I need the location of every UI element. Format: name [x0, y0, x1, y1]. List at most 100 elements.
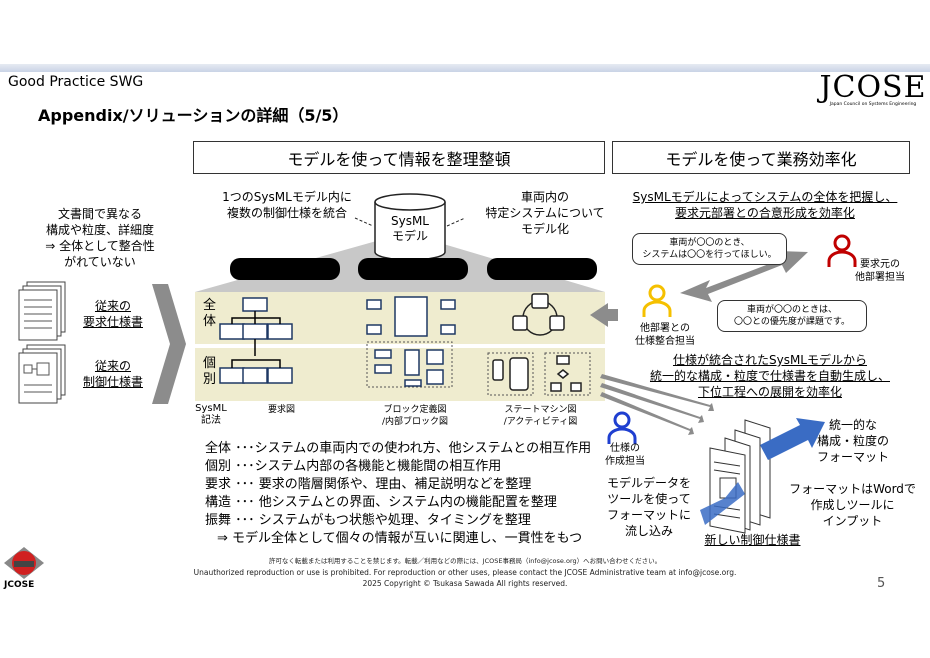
- label-line: 他部署担当: [855, 272, 905, 283]
- label-line: /アクティビティ図: [503, 417, 578, 427]
- label-line: モデル: [391, 229, 428, 243]
- speech-bubble-request: 車両が〇〇のとき、システムは〇〇を行ってほしい。: [632, 233, 787, 265]
- label-line: 仕様が統合されたSysMLモデルから: [672, 353, 867, 367]
- integrate-text: 1つのSysMLモデル内に複数の制御仕様を統合: [212, 189, 362, 221]
- blue-arrow-out: [760, 418, 825, 460]
- problem-text: 文書間で異なる 構成や粒度、詳細度 ⇒ 全体として整合性 がれていない: [30, 206, 170, 270]
- logo-text: JCOSE: [819, 70, 927, 105]
- label-line: 車両が〇〇のときは、: [746, 305, 837, 315]
- top-band: [0, 64, 930, 72]
- legacy-ctrl-spec-label: 従来の制御仕様書: [78, 358, 148, 390]
- label-line: SysML: [390, 214, 429, 228]
- description-item: 振舞 ･･･ システムがもつ状態や処理、タイミングを整理: [205, 513, 531, 528]
- label-line: 複数の制御仕様を統合: [226, 206, 347, 220]
- problem-line: がれていない: [64, 255, 136, 269]
- label-line: 構成・粒度の: [816, 434, 889, 448]
- jcose-footer-logo: [4, 547, 44, 579]
- new-spec-label: 新しい制御仕様書: [704, 533, 801, 547]
- row-label-whole: 全体: [203, 298, 217, 329]
- label-line: 要求元の: [860, 259, 900, 270]
- blue-arrow-in: [700, 482, 745, 525]
- problem-line: ⇒ 全体として整合性: [45, 239, 155, 253]
- label-line: フォーマットはWordで: [789, 482, 916, 496]
- label-line: 他部署との: [640, 323, 690, 334]
- arrow-to-coordinator: [590, 303, 618, 327]
- footer-jp: 許可なく転載または利用することを禁じます。転載／利用などの際には、JCOSE事務…: [268, 557, 662, 565]
- black-bar: [358, 258, 468, 280]
- label-line: ブロック定義図: [383, 405, 447, 415]
- label-line: ステートマシン図: [504, 405, 577, 415]
- label-line: 作成しツールに: [810, 498, 895, 512]
- description-conclusion: ⇒ モデル全体として個々の情報が互いに関連し、一貫性をもつ: [217, 531, 583, 546]
- headline-consensus: SysMLモデルによってシステムの全体を把握し、要求元部署との合意形成を効率化: [615, 189, 915, 221]
- footer-en: Unauthorized reproduction or use is proh…: [193, 568, 737, 577]
- org-label: Good Practice SWG: [8, 74, 144, 90]
- label-line: 作成担当: [605, 456, 645, 467]
- label-line: 特定システムについて: [485, 206, 605, 220]
- requester-label: 要求元の他部署担当: [848, 258, 912, 284]
- flow-text: モデルデータをツールを使ってフォーマットに流し込み: [603, 475, 695, 539]
- page-title: Appendix/ソリューションの詳細（5/5）: [38, 106, 349, 125]
- label-line: 車両が〇〇のとき、: [669, 238, 750, 248]
- label-line: 仕様整合担当: [635, 336, 695, 347]
- label-line: 1つのSysMLモデル内に: [222, 190, 352, 204]
- section-title-left: モデルを使って情報を整理整頓: [193, 141, 605, 174]
- footer: 許可なく転載または利用することを禁じます。転載／利用などの際には、JCOSE事務…: [150, 556, 780, 589]
- label-line: 要求仕様書: [82, 315, 143, 329]
- description-item: 全体 ･･･システムの車両内での使われ方、他システムとの相互作用: [205, 441, 592, 456]
- description-list: 全体 ･･･システムの車両内での使われ方、他システムとの相互作用 個別 ･･･シ…: [205, 440, 591, 548]
- label-line: 従来の: [94, 299, 131, 313]
- label-line: ツールを使って: [607, 492, 691, 506]
- state-machine-icon: [487, 293, 591, 396]
- page-number: 5: [877, 576, 886, 591]
- problem-line: 構成や粒度、詳細度: [45, 223, 154, 237]
- block-diagram-label: ブロック定義図/内部ブロック図: [375, 404, 455, 428]
- description-item: 個別 ･･･システム内部の各機能と機能間の相互作用: [205, 459, 502, 474]
- unified-format-text: 統一的な構成・粒度のフォーマット: [808, 417, 898, 465]
- label-line: 〇〇との優先度が課題です。: [733, 317, 850, 327]
- label-line: 車両内の: [520, 190, 569, 204]
- label-line: フォーマットに: [606, 508, 691, 522]
- row-label-individual: 個別: [203, 356, 217, 387]
- description-item: 構造 ･･･ 他システムとの界面、システム内の機能配置を整理: [205, 495, 557, 510]
- description-item: 要求 ･･･ 要求の階層関係や、理由、補足説明などを整理: [205, 477, 532, 492]
- person-author-icon: [607, 411, 637, 444]
- coordinator-label: 他部署との仕様整合担当: [625, 322, 705, 348]
- big-gray-arrow: [152, 284, 186, 404]
- author-label: 仕様の作成担当: [600, 442, 650, 468]
- sysml-cylinder-icon: [374, 193, 446, 261]
- footer-logo-text: JCOSE: [4, 580, 35, 590]
- person-requester-icon: [827, 234, 857, 267]
- label-line: 統一的な構成・粒度で仕様書を自動生成し、: [649, 369, 890, 383]
- problem-line: 文書間で異なる: [57, 207, 142, 221]
- logo-subtitle: Japan Council on Systems Engineering: [829, 102, 917, 107]
- label-line: フォーマット: [816, 450, 889, 464]
- legacy-req-spec-label: 従来の要求仕様書: [78, 298, 148, 330]
- footer-copyright: 2025 Copyright © Tsukasa Sawada All righ…: [362, 579, 568, 588]
- state-diagram-label: ステートマシン図/アクティビティ図: [498, 404, 583, 428]
- label-line: 下位工程への展開を効率化: [697, 385, 842, 399]
- label-line: モデル化: [520, 222, 569, 236]
- label-line: 記法: [201, 415, 221, 426]
- person-coordinator-icon: [642, 284, 672, 317]
- new-spec-documents-icon: [700, 418, 825, 534]
- jcose-logo: JCOSE Japan Council on Systems Engineeri…: [818, 70, 928, 108]
- word-format-text: フォーマットはWordで作成しツールにインプット: [785, 481, 920, 529]
- requirement-diagram-icon: [219, 297, 293, 384]
- label-line: モデルデータを: [606, 476, 691, 490]
- label-line: システムは〇〇を行ってほしい。: [642, 250, 777, 260]
- black-bar: [487, 258, 597, 280]
- label-line: 流し込み: [624, 524, 673, 538]
- label-line: 統一的な: [828, 418, 877, 432]
- speech-bubble-priority: 車両が〇〇のときは、〇〇との優先度が課題です。: [717, 300, 867, 332]
- req-diagram-label: 要求図: [268, 405, 296, 415]
- vehicle-text: 車両内の特定システムについてモデル化: [470, 189, 620, 237]
- label-line: 要求元部署との合意形成を効率化: [675, 206, 855, 220]
- gray-arrows: [600, 374, 714, 435]
- legacy-document-icons: [18, 281, 66, 404]
- label-line: /内部ブロック図: [381, 417, 449, 427]
- headline-autogen: 仕様が統合されたSysMLモデルから統一的な構成・粒度で仕様書を自動生成し、下位…: [620, 352, 920, 400]
- label-line: 制御仕様書: [82, 375, 143, 389]
